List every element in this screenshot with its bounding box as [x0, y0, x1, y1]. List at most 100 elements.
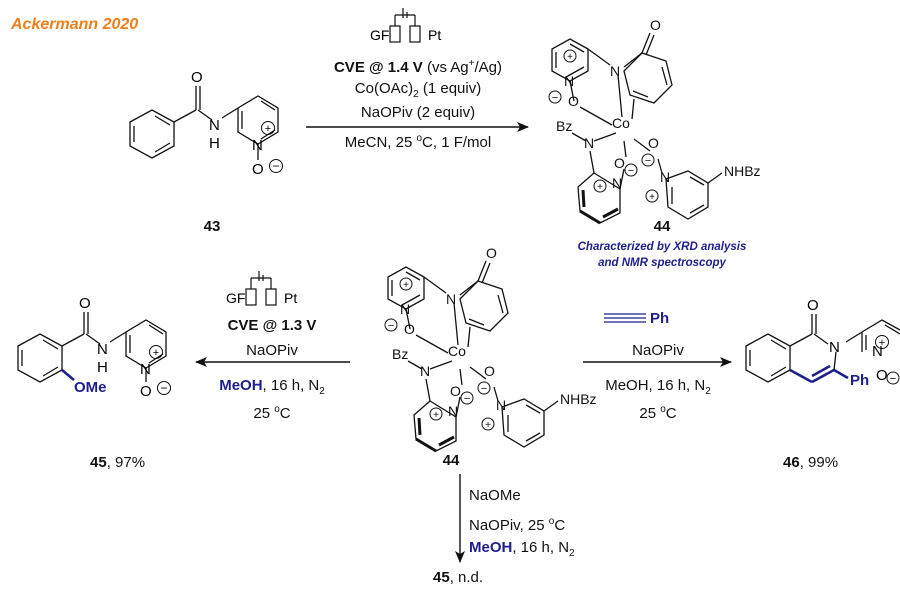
p46-minus: − [890, 373, 896, 385]
cx-mid-carbonyl-o: O [486, 245, 497, 261]
cx-top-lower-n: N [584, 135, 594, 151]
cx-top-right-o-minus: − [645, 155, 651, 167]
down-degree: o [548, 516, 555, 527]
top-catalyst-subscript: 2 [413, 89, 419, 100]
cx-mid-ring-plus: + [403, 280, 409, 291]
down-base-temp: NaOPiv, 25 oC [469, 513, 565, 535]
xrd-note-line1: Characterized by XRD analysis [577, 241, 747, 253]
top-electrode-icon [389, 7, 421, 43]
p46-c-n-bond [833, 351, 837, 371]
complex-44-top-structure [550, 31, 724, 225]
cx-mid-ring-plus-ring [399, 277, 413, 291]
cx-mid-right-ring-n: N [496, 397, 506, 413]
compound-46-yield: 46, 99% [783, 454, 838, 471]
cx-top-ring-plus: + [567, 52, 573, 63]
cx-mid-nhbz: NHBz [560, 391, 597, 407]
complex-44-center-structure [386, 259, 560, 453]
top-catalyst-formula: Co(OAc) [354, 80, 414, 97]
p45-minus-ring [157, 381, 171, 395]
p45-oxide-o: O [140, 383, 152, 400]
cx-mid-lower-o-minus: − [464, 393, 470, 405]
left-solvent: MeOH [219, 377, 263, 394]
cx-mid-lower-n: N [420, 363, 430, 379]
cx-mid-right-ring-plus-ring [481, 417, 495, 431]
compound-46-yield-value: , 99% [799, 454, 839, 471]
cx-top-o-minus-ring [548, 90, 562, 104]
sm-carbonyl-o: O [191, 69, 203, 86]
cx-mid-lower-ring-plus-ring [429, 407, 443, 421]
p46-oxide-o: O [876, 367, 888, 384]
cx-top-lower-ring-plus: + [597, 182, 603, 193]
down-conditions: MeOH, 16 h, N2 [469, 539, 575, 563]
cx-mid-co: Co [448, 343, 466, 359]
compound-46-number: 46 [783, 454, 800, 471]
cx-mid-right-ring-plus: + [485, 420, 491, 431]
complex-top-bonds [550, 31, 724, 225]
cx-mid-ring-n: N [400, 301, 410, 317]
cx-mid-lower-ring-n: N [448, 403, 458, 419]
down-n2-sub: 2 [569, 548, 575, 559]
down-base: NaOPiv, 25 [469, 517, 549, 534]
compound-45-structure [17, 312, 167, 383]
sm-amide-h: H [209, 135, 220, 152]
top-base: NaOPiv (2 equiv) [360, 104, 476, 121]
p46-new-ring-bonds [789, 364, 849, 384]
left-cve-condition: CVE @ 1.3 V [227, 317, 317, 334]
sm-oxide-o: O [252, 161, 264, 178]
cx-mid-right-o-minus-ring [477, 381, 491, 395]
cx-top-lower-o-minus: − [628, 165, 634, 177]
compound-43-label: 43 [203, 218, 221, 235]
top-cve-ref-charge: + [468, 58, 475, 69]
sm-minus-charge: − [272, 159, 279, 173]
left-anode-label: GF [226, 290, 245, 306]
p46-ring-n: N [829, 339, 840, 356]
sm-pyridine-ring [237, 95, 279, 145]
cx-top-right-ring-plus-ring [645, 189, 659, 203]
compound-44-label: 44 [653, 218, 671, 235]
complex-center-bonds [386, 259, 560, 453]
sm-amide-n: N [209, 117, 220, 134]
p45-carbonyl-o: O [79, 295, 91, 312]
left-time-atm: , 16 h, N [262, 377, 320, 394]
right-base: NaOPiv [632, 342, 684, 359]
p46-oxide-n: N [872, 343, 883, 360]
cx-top-lower-o-minus-ring [624, 163, 638, 177]
compound-45-yield-value: , 97% [106, 454, 146, 471]
complex-44-top-labels: + N O − N O Co Bz N O − N + O − N + NHBz [548, 17, 761, 203]
alkyne-ph: Ph [650, 310, 669, 327]
p46-carbonyl-o: O [807, 297, 819, 314]
right-solvent-time: MeOH, 16 h, N [605, 377, 706, 394]
cx-top-lower-o: O [614, 155, 625, 171]
p45-plus: + [153, 347, 159, 359]
p46-plus: + [879, 337, 885, 349]
top-anode-label: GF [370, 27, 389, 43]
cx-top-ring-plus-ring [563, 49, 577, 63]
top-cve-reference: (vs Ag [422, 59, 469, 76]
right-n2-sub: 2 [705, 386, 711, 397]
left-temp-value: 25 [253, 405, 275, 422]
p45-plus-ring [149, 345, 163, 359]
cx-mid-ring-o: O [404, 321, 415, 337]
down-temp-unit: C [554, 517, 566, 534]
compound-45-number: 45 [90, 454, 107, 471]
xrd-note-line2: and NMR spectroscopy [598, 257, 726, 269]
p45-ome: OMe [74, 379, 107, 396]
compound-45-nd: 45, n.d. [433, 569, 483, 586]
sm-benzene-ring [129, 109, 175, 159]
cx-mid-bz: Bz [392, 346, 408, 362]
right-temp-degree: o [660, 404, 666, 415]
top-cve-potential: CVE @ 1.4 V [333, 59, 423, 76]
right-temp-value: 25 [639, 405, 661, 422]
sm-plus-charge: + [265, 123, 271, 135]
left-cathode-label: Pt [284, 290, 297, 306]
left-temp-degree: o [274, 404, 280, 415]
top-conditions: MeCN, 25 oC, 1 F/mol [345, 130, 491, 152]
p46-minus-ring [886, 371, 900, 385]
compound-45-nd-value: , n.d. [449, 569, 484, 586]
p46-benzene-ring [745, 333, 791, 383]
p45-minus: − [160, 381, 167, 395]
cx-top-o-minus: − [552, 92, 558, 104]
left-conditions: MeOH, 16 h, N2 [219, 377, 325, 401]
